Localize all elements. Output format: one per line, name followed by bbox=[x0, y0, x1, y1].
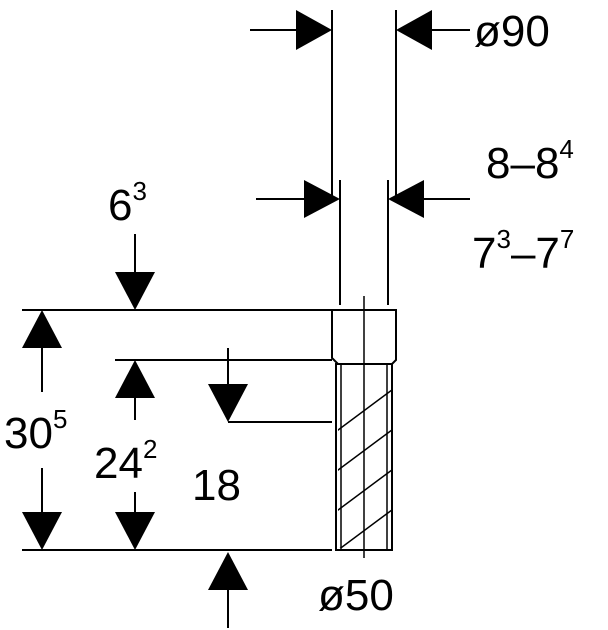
total-height-dimension: 305 bbox=[4, 310, 67, 550]
collar-height-label: 63 bbox=[108, 176, 147, 230]
inner-height-dimension: 242 bbox=[94, 360, 157, 550]
arrow-down-icon bbox=[208, 384, 248, 422]
total-height-label: 305 bbox=[4, 404, 67, 458]
arrow-up-icon bbox=[208, 552, 248, 590]
arrow-down-icon bbox=[22, 512, 62, 550]
bottom-diameter-label: ø50 bbox=[318, 571, 394, 620]
insertion-depth-label: 18 bbox=[192, 461, 241, 510]
arrow-up-icon bbox=[115, 360, 155, 398]
arrow-left-icon bbox=[396, 10, 432, 50]
neck-outer-label: 8–84 bbox=[486, 134, 574, 188]
arrow-up-icon bbox=[22, 310, 62, 348]
neck-dimension: 8–84 73–77 bbox=[256, 134, 574, 305]
inner-height-label: 242 bbox=[94, 434, 157, 488]
arrow-down-icon bbox=[115, 512, 155, 550]
arrow-left-icon bbox=[388, 180, 424, 218]
arrow-down-icon bbox=[115, 272, 155, 310]
top-diameter-label: ø90 bbox=[474, 7, 550, 56]
top-diameter-dimension: ø90 bbox=[250, 7, 550, 200]
arrow-right-icon bbox=[304, 180, 340, 218]
insertion-depth-dimension: 18 bbox=[192, 348, 248, 628]
arrow-right-icon bbox=[296, 10, 332, 50]
neck-inner-label: 73–77 bbox=[472, 224, 574, 278]
pipe-body bbox=[331, 296, 397, 558]
collar-height-dimension: 63 bbox=[108, 176, 155, 310]
